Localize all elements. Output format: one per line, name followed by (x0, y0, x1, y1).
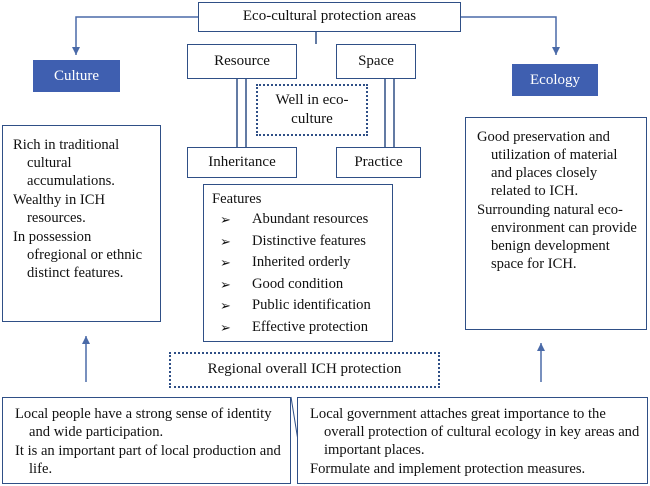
top-title-box: Eco-cultural protection areas (198, 2, 461, 32)
arrow-bullet-icon: ➢ (220, 255, 231, 271)
inheritance-label: Inheritance (208, 153, 276, 170)
features-list: ➢Abundant resources ➢Distinctive feature… (212, 209, 388, 339)
feature-item: ➢Public identification (212, 295, 388, 317)
bottom-right-box: Local government attaches great importan… (297, 397, 648, 484)
top-title: Eco-cultural protection areas (242, 8, 417, 25)
ecology-heading-box: Ecology (512, 64, 598, 96)
space-box: Space (336, 44, 416, 79)
ecology-text-box: Good preservation and utilization of mat… (465, 117, 647, 330)
culture-line: In possession ofregional or ethnic disti… (13, 229, 143, 281)
arrow-bullet-icon: ➢ (220, 298, 231, 314)
practice-box: Practice (336, 147, 421, 178)
bottom-right-line: Formulate and implement protection measu… (310, 461, 586, 477)
center-label: Well in eco-culture (275, 92, 349, 127)
center-box: Well in eco-culture (256, 84, 368, 136)
culture-heading-box: Culture (33, 60, 120, 92)
feature-item: ➢Good condition (212, 274, 388, 296)
features-title: Features (212, 191, 262, 207)
arrow-bullet-icon: ➢ (220, 233, 231, 249)
practice-label: Practice (354, 153, 403, 170)
feature-item: ➢Inherited orderly (212, 252, 388, 274)
feature-item: ➢Distinctive features (212, 231, 388, 253)
bottom-right-line: Local government attaches great importan… (310, 406, 640, 458)
culture-text-box: Rich in traditional cultural accumulatio… (2, 125, 161, 322)
regional-label: Regional overall ICH protection (207, 361, 402, 378)
arrow-to-culture (72, 16, 198, 55)
resource-label: Resource (214, 52, 270, 69)
culture-heading: Culture (54, 67, 99, 84)
ecology-line: Surrounding natural eco-environment can … (477, 202, 637, 272)
bottom-left-line: Local people have a strong sense of iden… (15, 406, 272, 440)
inheritance-box: Inheritance (187, 147, 297, 178)
arrow-bullet-icon: ➢ (220, 319, 231, 335)
culture-line: Rich in traditional cultural accumulatio… (13, 137, 120, 189)
space-label: Space (358, 52, 394, 69)
arrow-bullet-icon: ➢ (220, 212, 231, 227)
bottom-left-line: It is an important part of local product… (15, 443, 281, 477)
arrow-to-ecology (461, 16, 560, 55)
bottom-left-box: Local people have a strong sense of iden… (2, 397, 291, 484)
regional-box: Regional overall ICH protection (169, 352, 440, 388)
feature-item: ➢Abundant resources (212, 209, 388, 231)
feature-item: ➢Effective protection (212, 317, 388, 339)
culture-line: Wealthy in ICH resources. (13, 192, 106, 226)
ecology-line: Good preservation and utilization of mat… (477, 129, 618, 199)
features-box: Features ➢Abundant resources ➢Distinctiv… (203, 184, 393, 342)
ecology-heading: Ecology (530, 71, 580, 88)
arrow-bullet-icon: ➢ (220, 276, 231, 292)
resource-box: Resource (187, 44, 297, 79)
